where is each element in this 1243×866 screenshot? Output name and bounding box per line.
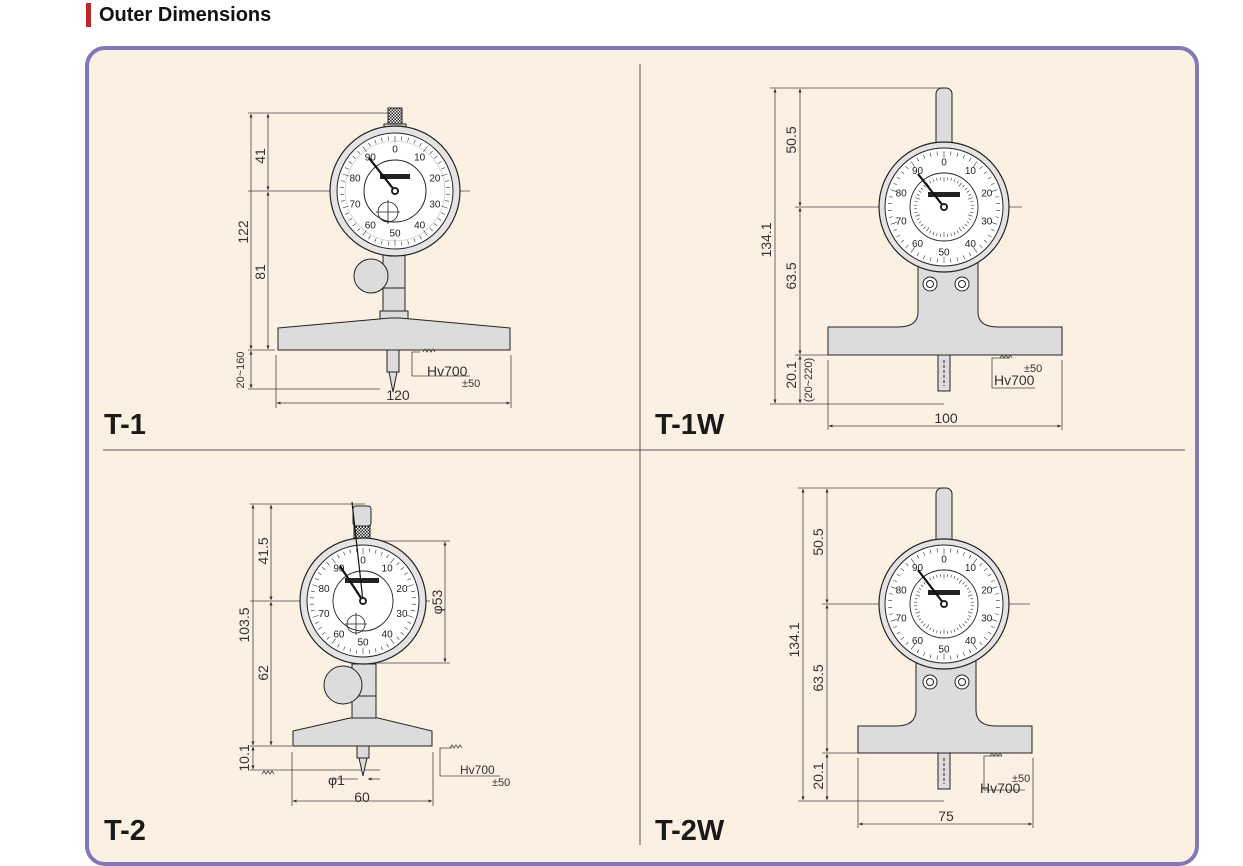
t1-hardness-tol: ±50 [462,378,480,390]
t2-dim-width: 60 [354,789,370,805]
dial-number: 50 [389,229,401,240]
dial-number: 60 [333,630,345,641]
dial-number: 60 [912,636,924,647]
dial-number: 30 [981,613,993,624]
dial-number: 50 [938,248,950,259]
t2w-dim-range: 20.1 [810,762,826,789]
dial-number: 50 [357,638,369,649]
t2-dim-tip: φ1 [328,772,345,788]
t2-dim-range: 10.1 [236,744,252,771]
dial-number: 0 [392,145,398,156]
dial-number: 40 [414,220,426,231]
dial-number: 30 [396,609,408,620]
section-title: Outer Dimensions [99,4,271,27]
t2w-dim-top: 50.5 [810,528,826,555]
t1w-dim-width: 100 [934,410,958,426]
dial-number: 60 [912,239,924,250]
t1w-dim-range-a: 20.1 [783,361,799,388]
t1w-dim-top: 50.5 [783,126,799,153]
dial-number: 60 [365,220,377,231]
dial-number: 10 [414,153,426,164]
dial-number: 90 [365,153,377,164]
t2-hardness: Hv700 [460,763,495,777]
t2-hardness-tol: ±50 [492,777,510,789]
t1w-dim-range-b: (20~220) [803,358,815,402]
dial-number: 30 [429,199,441,210]
dial-number: 0 [360,556,366,567]
dial-number: 20 [981,586,993,597]
t2w-dim-lower: 63.5 [810,664,826,691]
header-accent-bar [86,3,91,27]
t2-dim-dial: φ53 [429,589,445,614]
dial-number: 0 [941,158,947,169]
dial-number: 80 [896,586,908,597]
dial-number: 20 [396,584,408,595]
t2-dim-lower: 62 [255,665,271,681]
dial-number: 30 [981,216,993,227]
t2w-dim-total: 134.1 [786,622,802,657]
dial-number: 40 [965,636,977,647]
t1w-hardness-tol: ±50 [1024,363,1042,375]
t1-dim-top: 41 [252,148,268,164]
t2-label: T-2 [104,815,146,847]
t2w-label: T-2W [655,815,725,847]
t1-dim-lower: 81 [252,264,268,280]
t1-dim-width: 120 [386,387,410,403]
t1w-dim-total: 134.1 [758,222,774,257]
t1-hardness: Hv700 [427,363,468,379]
dial-number: 10 [965,563,977,574]
dial-number: 20 [981,189,993,200]
t1-dim-total: 122 [235,220,251,244]
t2-dim-top: 41.5 [255,537,271,564]
dial-number: 10 [965,166,977,177]
dial-number: 90 [912,563,924,574]
dial-number: 50 [938,645,950,656]
dial-number: 80 [349,174,361,185]
t1-label: T-1 [104,409,146,441]
t1w-dim-lower: 63.5 [783,262,799,289]
dial-number: 70 [896,216,908,227]
dial-number: 70 [896,613,908,624]
dial-number: 0 [941,555,947,566]
t1w-label: T-1W [655,409,725,441]
dial-number: 70 [349,199,361,210]
dial-number: 40 [382,630,394,641]
dial-number: 80 [318,584,330,595]
t1-dim-range: 20~160 [235,351,247,388]
t2-dim-total: 103.5 [236,607,252,642]
dial-number: 40 [965,239,977,250]
dial-number: 20 [429,174,441,185]
t2w-dim-width: 75 [938,808,954,824]
dial-number: 70 [318,609,330,620]
section-header: Outer Dimensions [86,2,271,28]
t2w-hardness-tol: ±50 [1012,773,1030,785]
dial-number: 10 [382,563,394,574]
dial-number: 80 [896,189,908,200]
